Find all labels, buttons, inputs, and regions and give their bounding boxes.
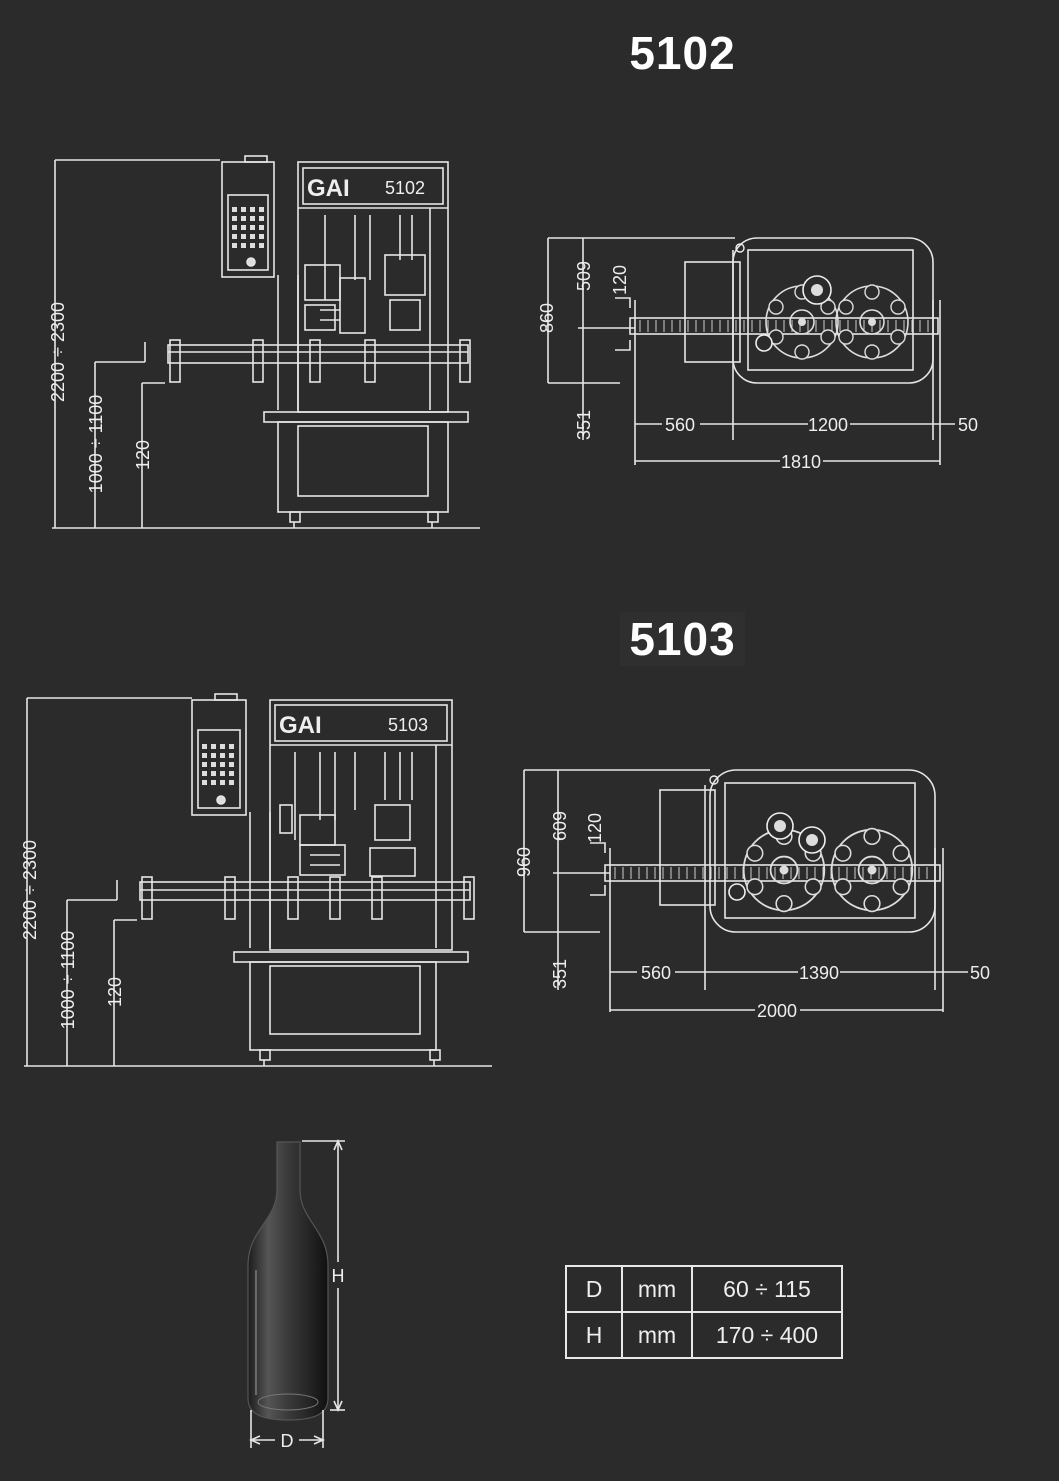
- bottle-dimensions: [249, 1139, 345, 1448]
- brand-logo-5103: GAI: [279, 712, 322, 739]
- model-label-5103: 5103: [388, 715, 428, 735]
- dim-total-height-5102: 2200 ÷ 2300: [48, 302, 68, 402]
- spec-range-h: 170 ÷ 400: [691, 1311, 843, 1359]
- model-title-5102: 5102: [629, 27, 736, 79]
- dim-depth-5102: 860: [537, 303, 557, 333]
- dim-table-height-5102: 1000 ÷ 1100: [86, 395, 106, 494]
- conveyor-chain-5102: [639, 320, 929, 332]
- spec-range-d: 60 ÷ 115: [691, 1265, 843, 1313]
- dim-conveyor-5102: 120: [133, 440, 153, 470]
- spec-param-d: D: [565, 1265, 623, 1313]
- dim-front-5102: 509: [574, 261, 594, 291]
- plan-view-5102: [547, 237, 941, 465]
- dim-outfeed-5102: 50: [958, 415, 978, 435]
- spec-param-h: H: [565, 1311, 623, 1359]
- table-row: D mm 60 ÷ 115: [565, 1265, 843, 1313]
- dim-body-5103: 1390: [799, 963, 839, 983]
- dim-depth-5103: 960: [514, 847, 534, 877]
- dim-infeed-5103: 560: [641, 963, 671, 983]
- bottle-height-label: H: [332, 1266, 345, 1286]
- model-title-5103: 5103: [620, 612, 745, 666]
- dim-rear-5103: 351: [550, 959, 570, 989]
- model-label-5102: 5102: [385, 178, 425, 198]
- bottle-illustration: [247, 1141, 329, 1421]
- conveyor-chain-5103: [614, 867, 928, 879]
- spec-unit-d: mm: [621, 1265, 693, 1313]
- dim-total-length-5103: 2000: [757, 1001, 797, 1021]
- table-row: H mm 170 ÷ 400: [565, 1311, 843, 1359]
- plan-view-5103: [523, 769, 944, 1012]
- dim-table-height-5103: 1000 ÷ 1100: [58, 931, 78, 1030]
- bottle-diameter-label: D: [281, 1431, 294, 1451]
- front-view-5103: [24, 693, 492, 1067]
- dim-conveyor-5103: 120: [105, 977, 125, 1007]
- dim-total-length-5102: 1810: [781, 452, 821, 472]
- bottle-spec-table: D mm 60 ÷ 115 H mm 170 ÷ 400: [565, 1265, 843, 1359]
- front-view-5102: [52, 155, 480, 529]
- dim-body-5102: 1200: [808, 415, 848, 435]
- dim-front-5103: 609: [550, 811, 570, 841]
- dim-total-height-5103: 2200 ÷ 2300: [20, 840, 40, 940]
- dim-outfeed-5103: 50: [970, 963, 990, 983]
- dim-conveyor-width-5102: 120: [610, 265, 630, 295]
- brand-logo-5102: GAI: [307, 175, 350, 202]
- spec-unit-h: mm: [621, 1311, 693, 1359]
- dim-rear-5102: 351: [574, 410, 594, 440]
- dim-conveyor-width-5103: 120: [585, 813, 605, 843]
- dim-infeed-5102: 560: [665, 415, 695, 435]
